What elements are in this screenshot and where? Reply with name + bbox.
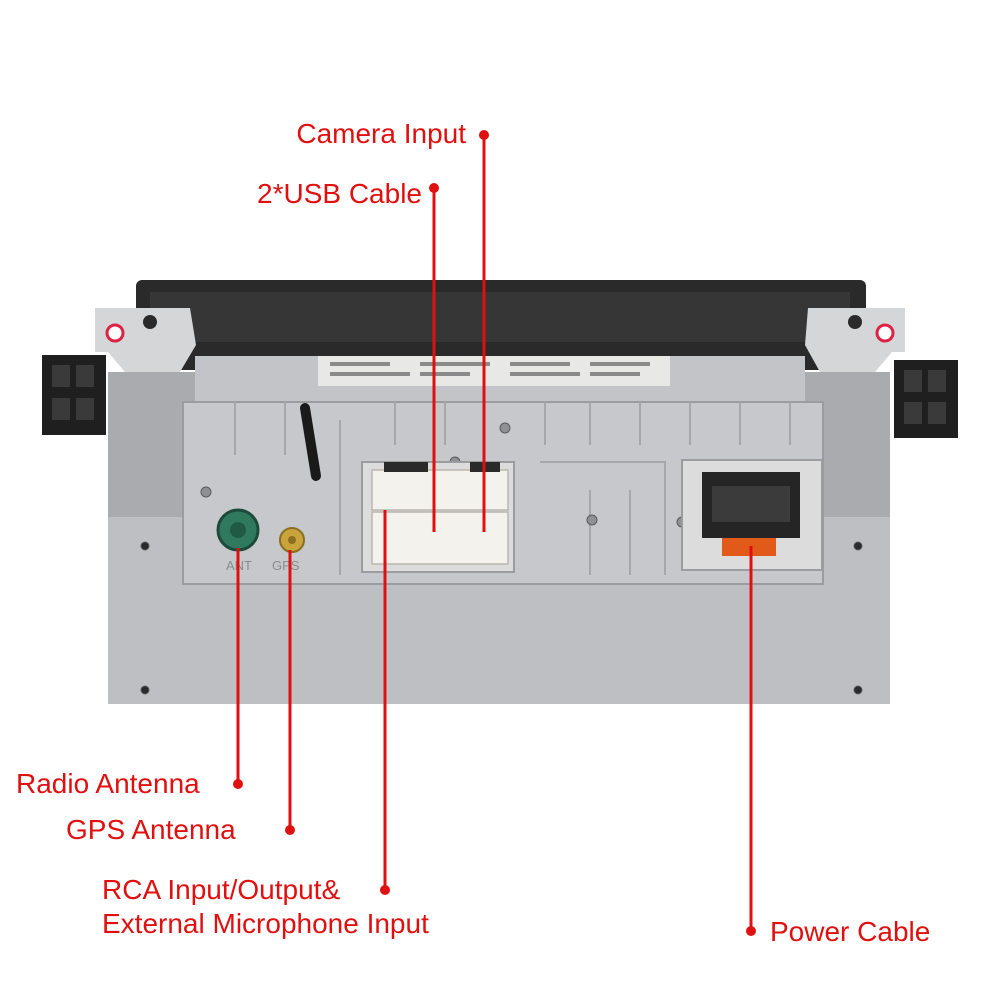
right-light-bracket (805, 308, 905, 372)
power-connector (681, 459, 823, 571)
radio-antenna-label: Radio Antenna (16, 768, 200, 799)
usb-cable-label: 2*USB Cable (257, 178, 422, 209)
gps-antenna-jack (279, 527, 305, 553)
spec-sticker (318, 356, 670, 386)
right-mount-bracket (894, 360, 958, 438)
antenna-wire (300, 403, 321, 481)
radio-antenna-jack (216, 508, 260, 552)
gps-port-label: GPS (272, 558, 300, 573)
ant-port-label: ANT (226, 558, 252, 573)
rca-mic-label-line2: External Microphone Input (102, 908, 429, 939)
power-cable-label: Power Cable (770, 916, 931, 947)
left-light-bracket (95, 308, 196, 372)
rca-mic-label-line1: RCA Input/Output& (102, 874, 341, 905)
center-connector-block (361, 461, 515, 573)
left-mount-bracket (42, 355, 106, 435)
camera-input-label: Camera Input (296, 118, 466, 149)
gps-antenna-label: GPS Antenna (66, 814, 236, 845)
